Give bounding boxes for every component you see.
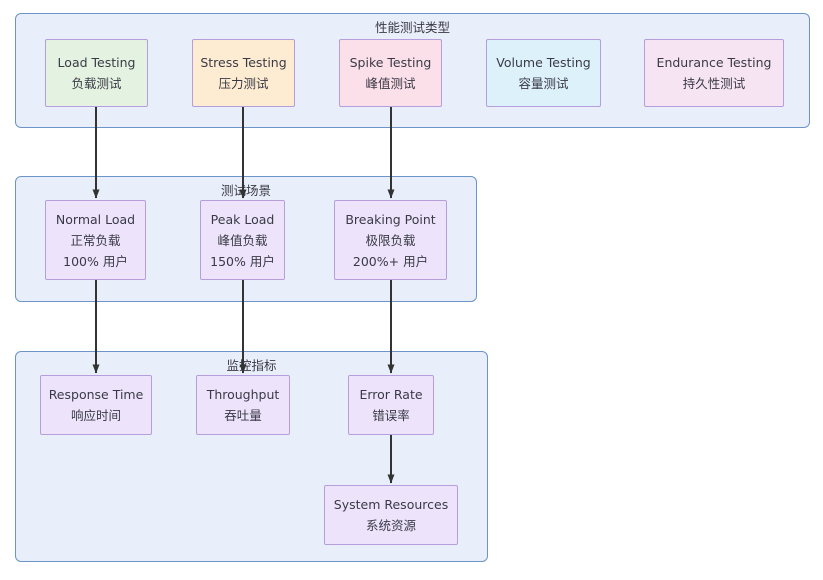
node-line: System Resources	[333, 497, 449, 512]
node-line: 响应时间	[70, 408, 121, 423]
node-normal-load[interactable]: Normal Load 正常负载 100% 用户	[45, 200, 146, 280]
node-line: Spike Testing	[349, 55, 432, 70]
node-throughput[interactable]: Throughput 吞吐量	[196, 375, 290, 435]
node-line: 系统资源	[365, 518, 416, 533]
node-line: 峰值测试	[365, 76, 416, 91]
node-line: Breaking Point	[345, 211, 436, 227]
node-line: 150% 用户	[210, 253, 275, 269]
node-volume-testing[interactable]: Volume Testing 容量测试	[486, 39, 601, 107]
node-line: Throughput	[206, 387, 280, 402]
node-system-resources[interactable]: System Resources 系统资源	[324, 485, 458, 545]
node-stress-testing[interactable]: Stress Testing 压力测试	[192, 39, 295, 107]
node-line: Endurance Testing	[656, 55, 772, 70]
node-line: Normal Load	[55, 211, 136, 227]
node-line: Load Testing	[57, 55, 136, 70]
node-line: Error Rate	[359, 387, 423, 402]
node-error-rate[interactable]: Error Rate 错误率	[348, 375, 434, 435]
node-line: Volume Testing	[496, 55, 591, 70]
node-line: 100% 用户	[63, 253, 128, 269]
node-line: Response Time	[48, 387, 144, 402]
node-line: 错误率	[372, 408, 410, 423]
cluster-label-types: 性能测试类型	[374, 20, 450, 35]
cluster-label-scenarios: 测试场景	[220, 183, 271, 198]
node-response-time[interactable]: Response Time 响应时间	[40, 375, 152, 435]
node-peak-load[interactable]: Peak Load 峰值负载 150% 用户	[200, 200, 285, 280]
node-line: Stress Testing	[200, 55, 287, 70]
node-line: Peak Load	[210, 211, 275, 227]
node-line: 正常负载	[70, 232, 121, 248]
node-load-testing[interactable]: Load Testing 负载测试	[45, 39, 148, 107]
node-line: 峰值负载	[217, 232, 268, 248]
node-endurance-testing[interactable]: Endurance Testing 持久性测试	[644, 39, 784, 107]
node-line: 负载测试	[71, 76, 122, 91]
cluster-label-metrics: 监控指标	[226, 358, 277, 373]
node-line: 压力测试	[218, 76, 269, 91]
node-line: 容量测试	[518, 76, 569, 91]
node-breaking-point[interactable]: Breaking Point 极限负载 200%+ 用户	[334, 200, 447, 280]
node-line: 200%+ 用户	[352, 253, 429, 269]
node-line: 持久性测试	[682, 76, 746, 91]
node-spike-testing[interactable]: Spike Testing 峰值测试	[339, 39, 442, 107]
node-line: 极限负载	[365, 232, 416, 248]
node-line: 吞吐量	[224, 408, 262, 423]
